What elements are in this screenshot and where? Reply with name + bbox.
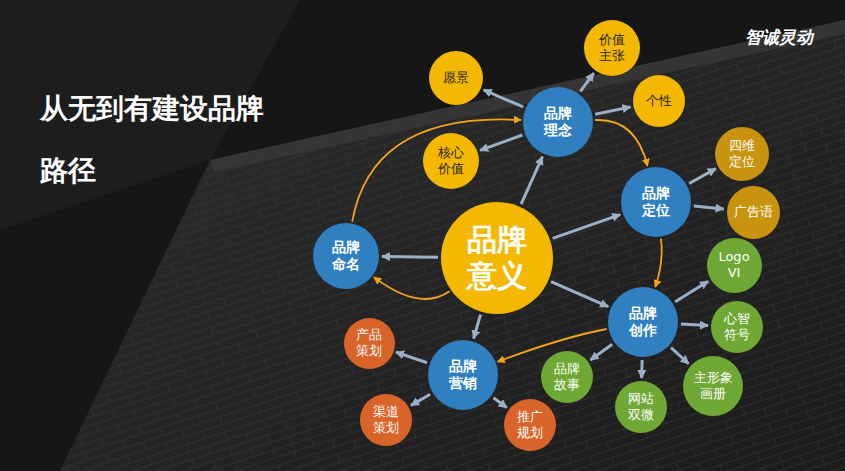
circle-fill (504, 399, 556, 451)
node-label: 核心 价值 (438, 145, 464, 176)
concept-circle: 品牌 命名 (313, 223, 379, 289)
circle-fill (615, 381, 667, 433)
concept-circle: 四维 定位 (715, 127, 769, 181)
concept-circle: 渠道 策划 (360, 394, 412, 446)
circle-fill (523, 87, 593, 157)
circle-fill (313, 223, 379, 289)
circle-fill (360, 394, 412, 446)
node-label: 网站 双微 (628, 391, 654, 422)
circle-fill (584, 20, 640, 76)
sequence-arrow (655, 239, 661, 287)
concept-circle: 网站 双微 (615, 381, 667, 433)
node-label: 品牌 故事 (554, 361, 580, 392)
node-label: 产品 策划 (356, 327, 382, 358)
node-label: 品牌 定位 (642, 185, 670, 219)
concept-circle: 品牌 故事 (541, 351, 593, 403)
node-label: 价值 主张 (599, 32, 625, 63)
branch-arrow (474, 315, 481, 339)
concept-circle: 愿景 (429, 51, 483, 105)
node-label: 心智 符号 (724, 311, 750, 342)
concept-circle: 价值 主张 (584, 20, 640, 76)
concept-circle: 品牌 理念 (523, 87, 593, 157)
concept-circle: 品牌 创作 (608, 287, 678, 357)
concept-circle: 广告语 (727, 186, 780, 239)
node-label: 品牌 意义 (467, 222, 527, 294)
branch-arrow (480, 135, 522, 150)
branch-arrow (590, 344, 612, 360)
concept-circle: 个性 (633, 75, 685, 127)
circle-fill (441, 202, 553, 314)
node-label: Logo VI (718, 249, 749, 280)
branch-arrow (396, 352, 427, 363)
circle-fill (541, 351, 593, 403)
branch-arrow (671, 348, 689, 364)
branch-arrow (681, 324, 708, 325)
slide-title: 从无到有建设品牌 路径 (40, 78, 264, 202)
sequence-arrow (595, 120, 647, 166)
node-label: 品牌 营销 (449, 358, 477, 392)
node-label: 愿景 (443, 70, 469, 86)
branch-arrow (382, 255, 438, 259)
circle-fill (707, 238, 762, 293)
concept-circle: 品牌 意义 (441, 202, 553, 314)
brand-logo: 智诚灵动 (745, 26, 813, 49)
branch-arrow (411, 394, 430, 405)
node-label: 渠道 策划 (373, 404, 399, 435)
circle-fill (683, 356, 743, 416)
node-label: 品牌 理念 (544, 105, 572, 139)
circle-fill (429, 51, 483, 105)
branch-arrow (484, 90, 524, 107)
node-label: 个性 (646, 93, 672, 109)
circle-fill (621, 167, 691, 237)
circle-fill (715, 127, 769, 181)
node-label: 主形象 画册 (694, 370, 733, 401)
node-label: 品牌 创作 (629, 305, 657, 339)
node-label: 广告语 (734, 204, 773, 220)
circle-fill (428, 340, 498, 410)
concept-circle: 主形象 画册 (683, 356, 743, 416)
circle-fill (608, 287, 678, 357)
branch-arrow (551, 282, 608, 307)
branch-arrow (553, 215, 621, 239)
concept-circle: 产品 策划 (344, 318, 395, 369)
sequence-arrow (374, 277, 450, 299)
concept-circle: 核心 价值 (423, 133, 479, 189)
concept-circle: 品牌 定位 (621, 167, 691, 237)
circle-fill (344, 318, 395, 369)
branch-arrow (493, 398, 506, 408)
concept-circle: 心智 符号 (711, 301, 763, 353)
branch-arrow (694, 206, 724, 209)
concept-circle: Logo VI (707, 238, 762, 293)
circle-fill (727, 186, 780, 239)
circle-fill (423, 133, 479, 189)
branch-arrow (675, 281, 708, 302)
circle-fill (711, 301, 763, 353)
concept-circle: 品牌 营销 (428, 340, 498, 410)
branch-arrow (640, 360, 643, 378)
concept-circle: 推广 规划 (504, 399, 556, 451)
node-label: 推广 规划 (517, 409, 543, 440)
node-label: 四维 定位 (729, 138, 755, 169)
circle-fill (633, 75, 685, 127)
node-label: 品牌 命名 (332, 239, 360, 273)
branch-arrow (521, 157, 542, 204)
branch-arrow (595, 107, 630, 114)
branch-arrow (580, 73, 593, 91)
branch-arrow (689, 169, 716, 184)
